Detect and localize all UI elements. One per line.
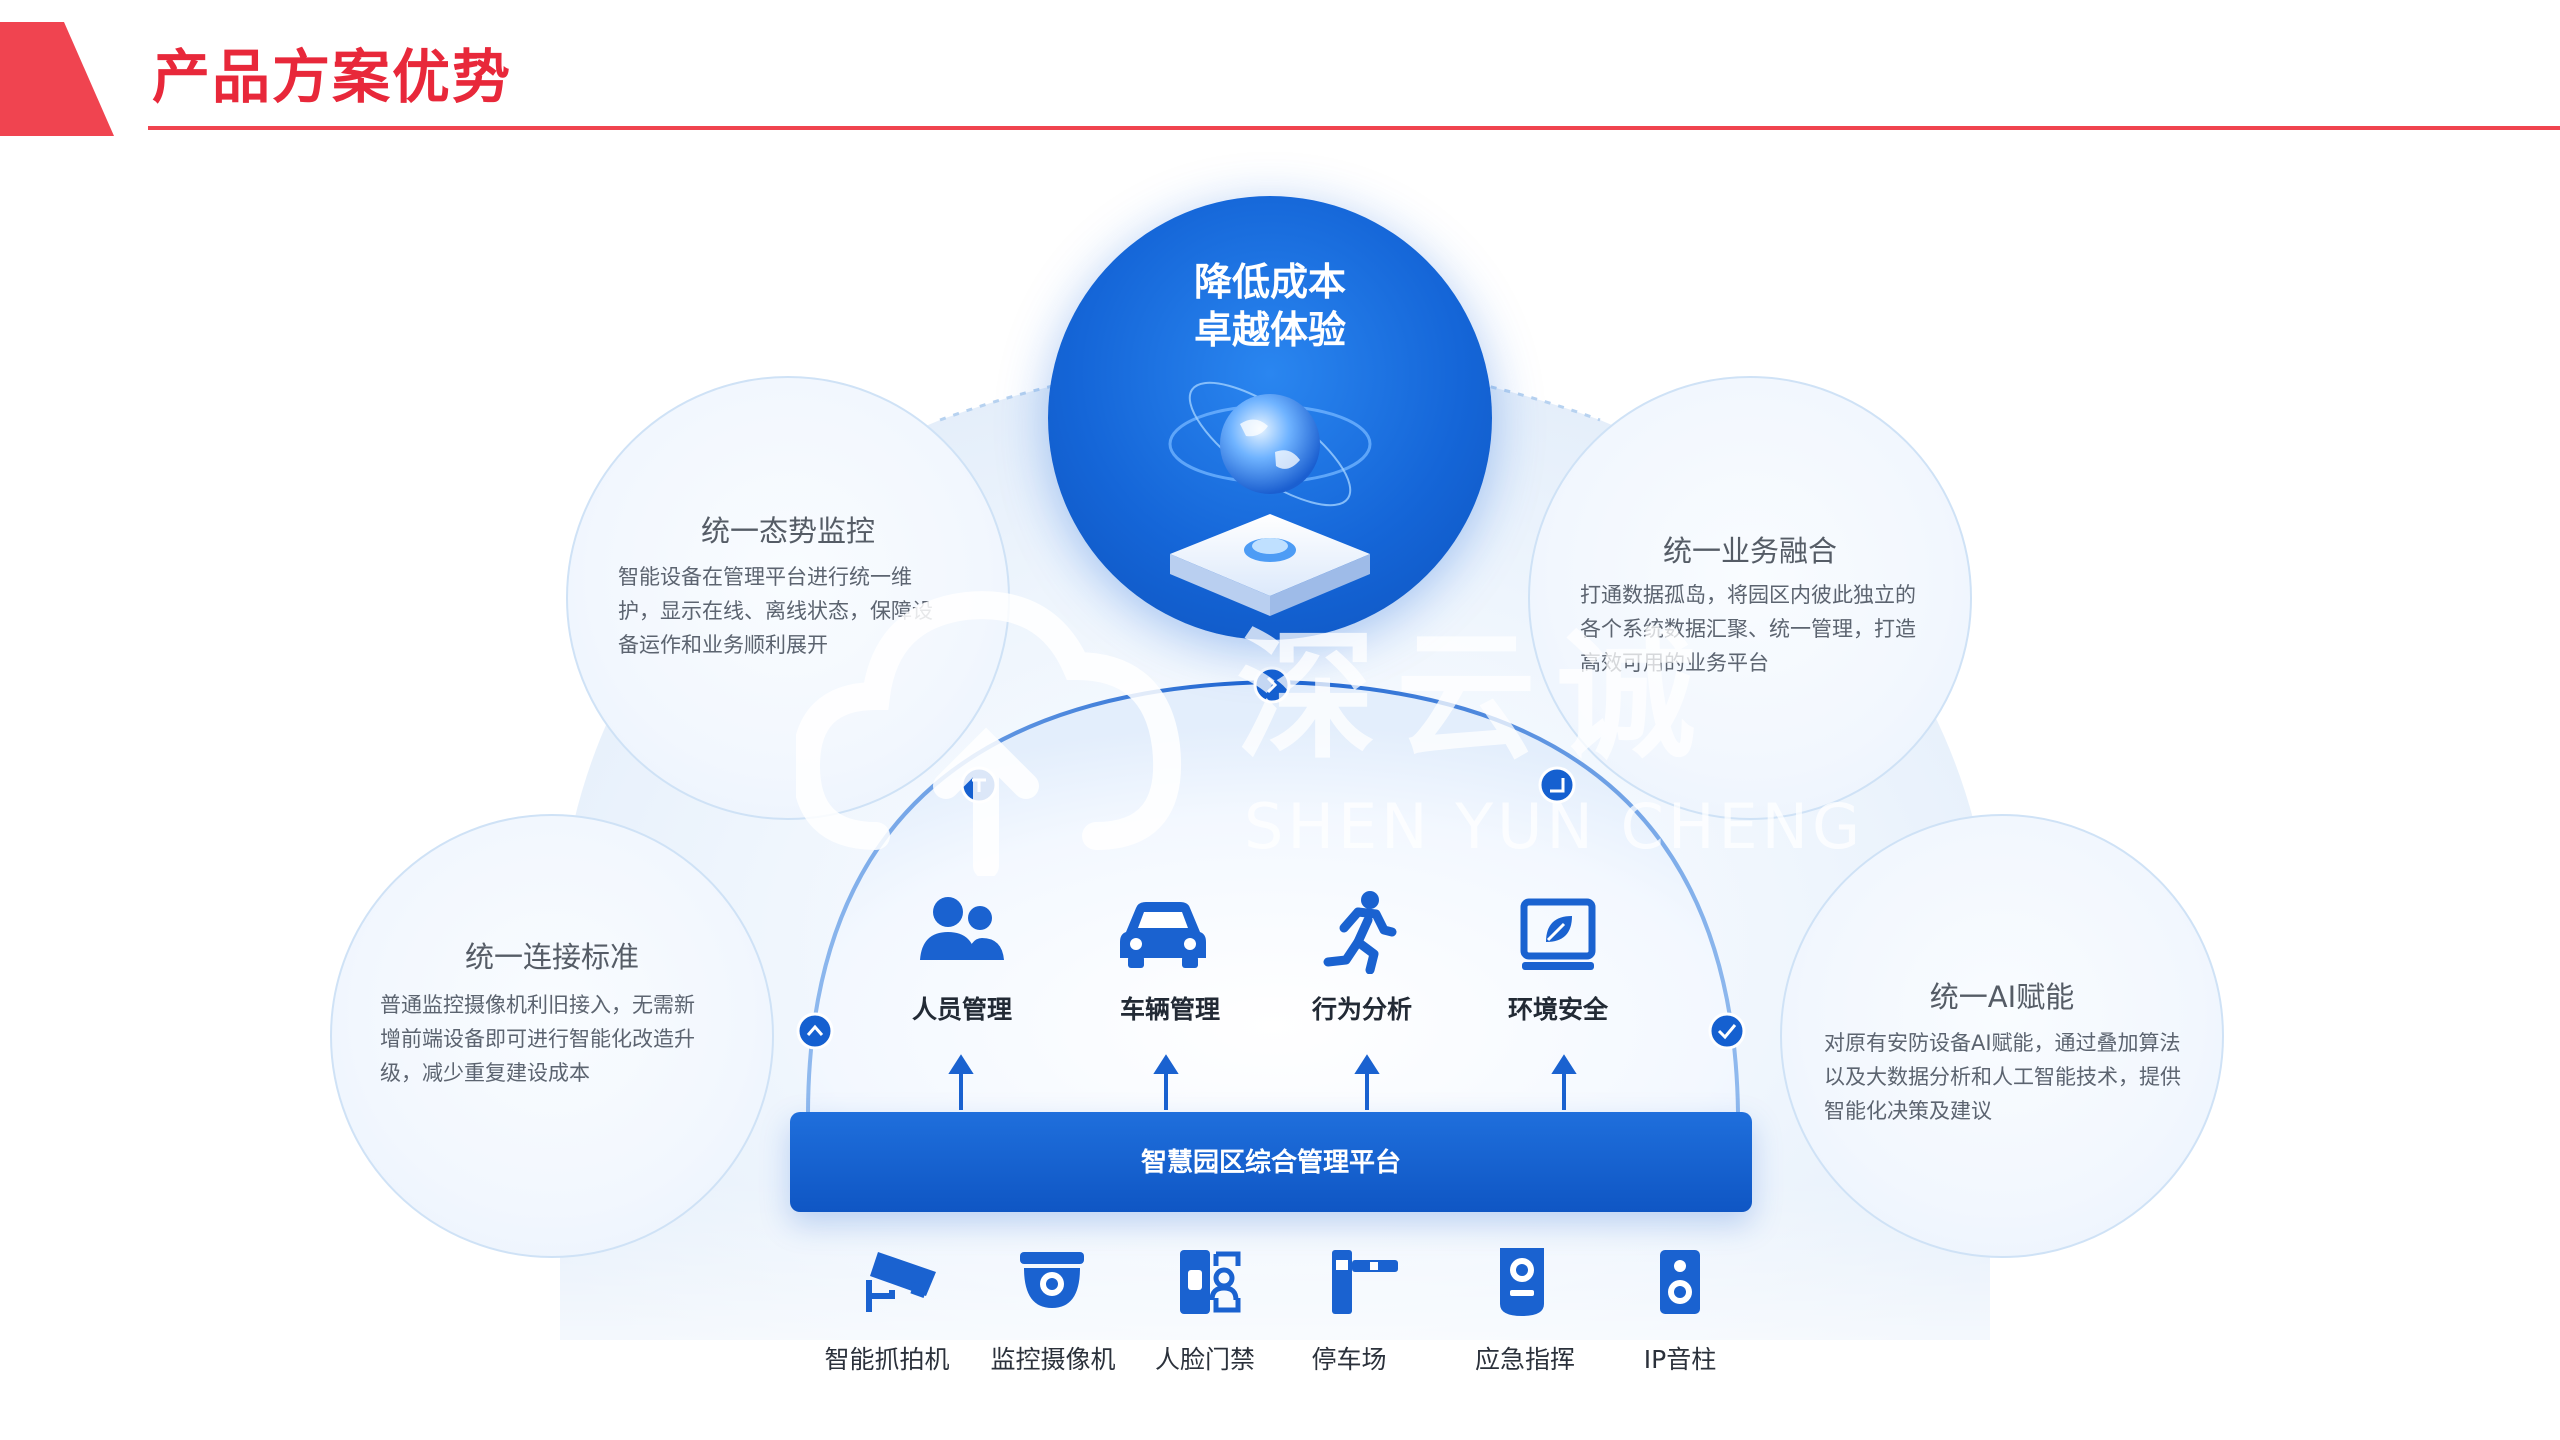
speaker-icon — [1660, 1250, 1700, 1314]
header-divider — [148, 126, 2560, 130]
header-corner-shape — [0, 22, 114, 136]
advantage-desc-line: 以及大数据分析和人工智能技术，提供 — [1824, 1065, 2181, 1089]
cctv-camera-icon — [866, 1252, 936, 1312]
advantage-bubble-ai: 统一AI赋能 对原有安防设备AI赋能，通过叠加算法 以及大数据分析和人工智能技术… — [1780, 814, 2224, 1258]
emergency-intercom-icon — [1500, 1248, 1544, 1316]
face-access-icon — [1180, 1250, 1241, 1314]
core-circle: 降低成本 卓越体验 — [1048, 196, 1492, 640]
advantage-desc-line: 备运作和业务顺利展开 — [618, 633, 828, 657]
device-label-emergency: 应急指挥 — [1474, 1345, 1575, 1374]
advantage-desc-line: 打通数据孤岛，将园区内彼此独立的 — [1580, 583, 1916, 607]
advantage-desc-line: 普通监控摄像机利旧接入，无需新 — [380, 993, 695, 1017]
leaf-monitor-icon — [1520, 898, 1596, 970]
advantage-bubble-connection: 统一连接标准 普通监控摄像机利旧接入，无需新 增前端设备即可进行智能化改造升 级… — [330, 814, 774, 1258]
core-title-line1: 降低成本 — [1193, 260, 1346, 304]
dome-camera-icon — [1020, 1252, 1084, 1308]
advantage-desc-line: 增前端设备即可进行智能化改造升 — [380, 1027, 695, 1051]
arc-node-left — [796, 1012, 834, 1050]
arc-node-right — [1708, 1012, 1746, 1050]
advantage-desc-line: 智能设备在管理平台进行统一维 — [618, 565, 912, 589]
function-label-vehicle: 车辆管理 — [1119, 995, 1220, 1024]
device-label-snapshot: 智能抓拍机 — [824, 1345, 950, 1374]
watermark-en: SHEN YUN CHENG — [1244, 790, 1865, 863]
advantage-bubble-fusion: 统一业务融合 打通数据孤岛，将园区内彼此独立的 各个系统数据汇聚、统一管理，打造… — [1528, 376, 1972, 820]
function-label-people: 人员管理 — [911, 995, 1012, 1024]
arc-node-upper-right — [1538, 766, 1576, 804]
advantage-desc-line: 智能化决策及建议 — [1824, 1099, 1992, 1123]
core-title-line2: 卓越体验 — [1193, 308, 1346, 352]
advantage-desc-line: 各个系统数据汇聚、统一管理，打造 — [1580, 617, 1916, 641]
advantage-desc-line: 级，减少重复建设成本 — [380, 1061, 590, 1085]
car-icon — [1120, 902, 1206, 968]
running-person-icon — [1323, 891, 1397, 974]
device-label-parking: 停车场 — [1311, 1345, 1387, 1374]
platform-label: 智慧园区综合管理平台 — [1140, 1148, 1401, 1178]
watermark-cn: 深云诚 — [1236, 616, 1717, 779]
device-label-surveillance: 监控摄像机 — [990, 1345, 1116, 1374]
function-label-environment: 环境安全 — [1507, 995, 1608, 1024]
page-title: 产品方案优势 — [152, 43, 513, 111]
watermark-cloud-logo — [796, 591, 1182, 876]
people-icon — [920, 897, 1004, 960]
arc-node-top — [1253, 666, 1291, 704]
device-label-face-access: 人脸门禁 — [1154, 1345, 1255, 1374]
advantage-desc-line: 高效可用的业务平台 — [1580, 651, 1769, 675]
advantage-desc-line: 对原有安防设备AI赋能，通过叠加算法 — [1824, 1031, 2181, 1055]
advantage-title-fusion: 统一业务融合 — [1662, 534, 1837, 568]
advantage-desc-line: 护，显示在线、离线状态，保障设 — [618, 599, 933, 623]
barrier-gate-icon — [1332, 1250, 1398, 1314]
advantage-title-connection: 统一连接标准 — [464, 940, 639, 974]
globe-platform-icon — [1168, 381, 1372, 616]
platform-bar: 智慧园区综合管理平台 — [790, 1112, 1752, 1212]
function-label-behavior: 行为分析 — [1311, 995, 1412, 1024]
advantage-title-ai: 统一AI赋能 — [1929, 980, 2075, 1014]
advantage-title-monitoring: 统一态势监控 — [700, 514, 875, 548]
device-label-speaker: IP音柱 — [1643, 1345, 1717, 1374]
